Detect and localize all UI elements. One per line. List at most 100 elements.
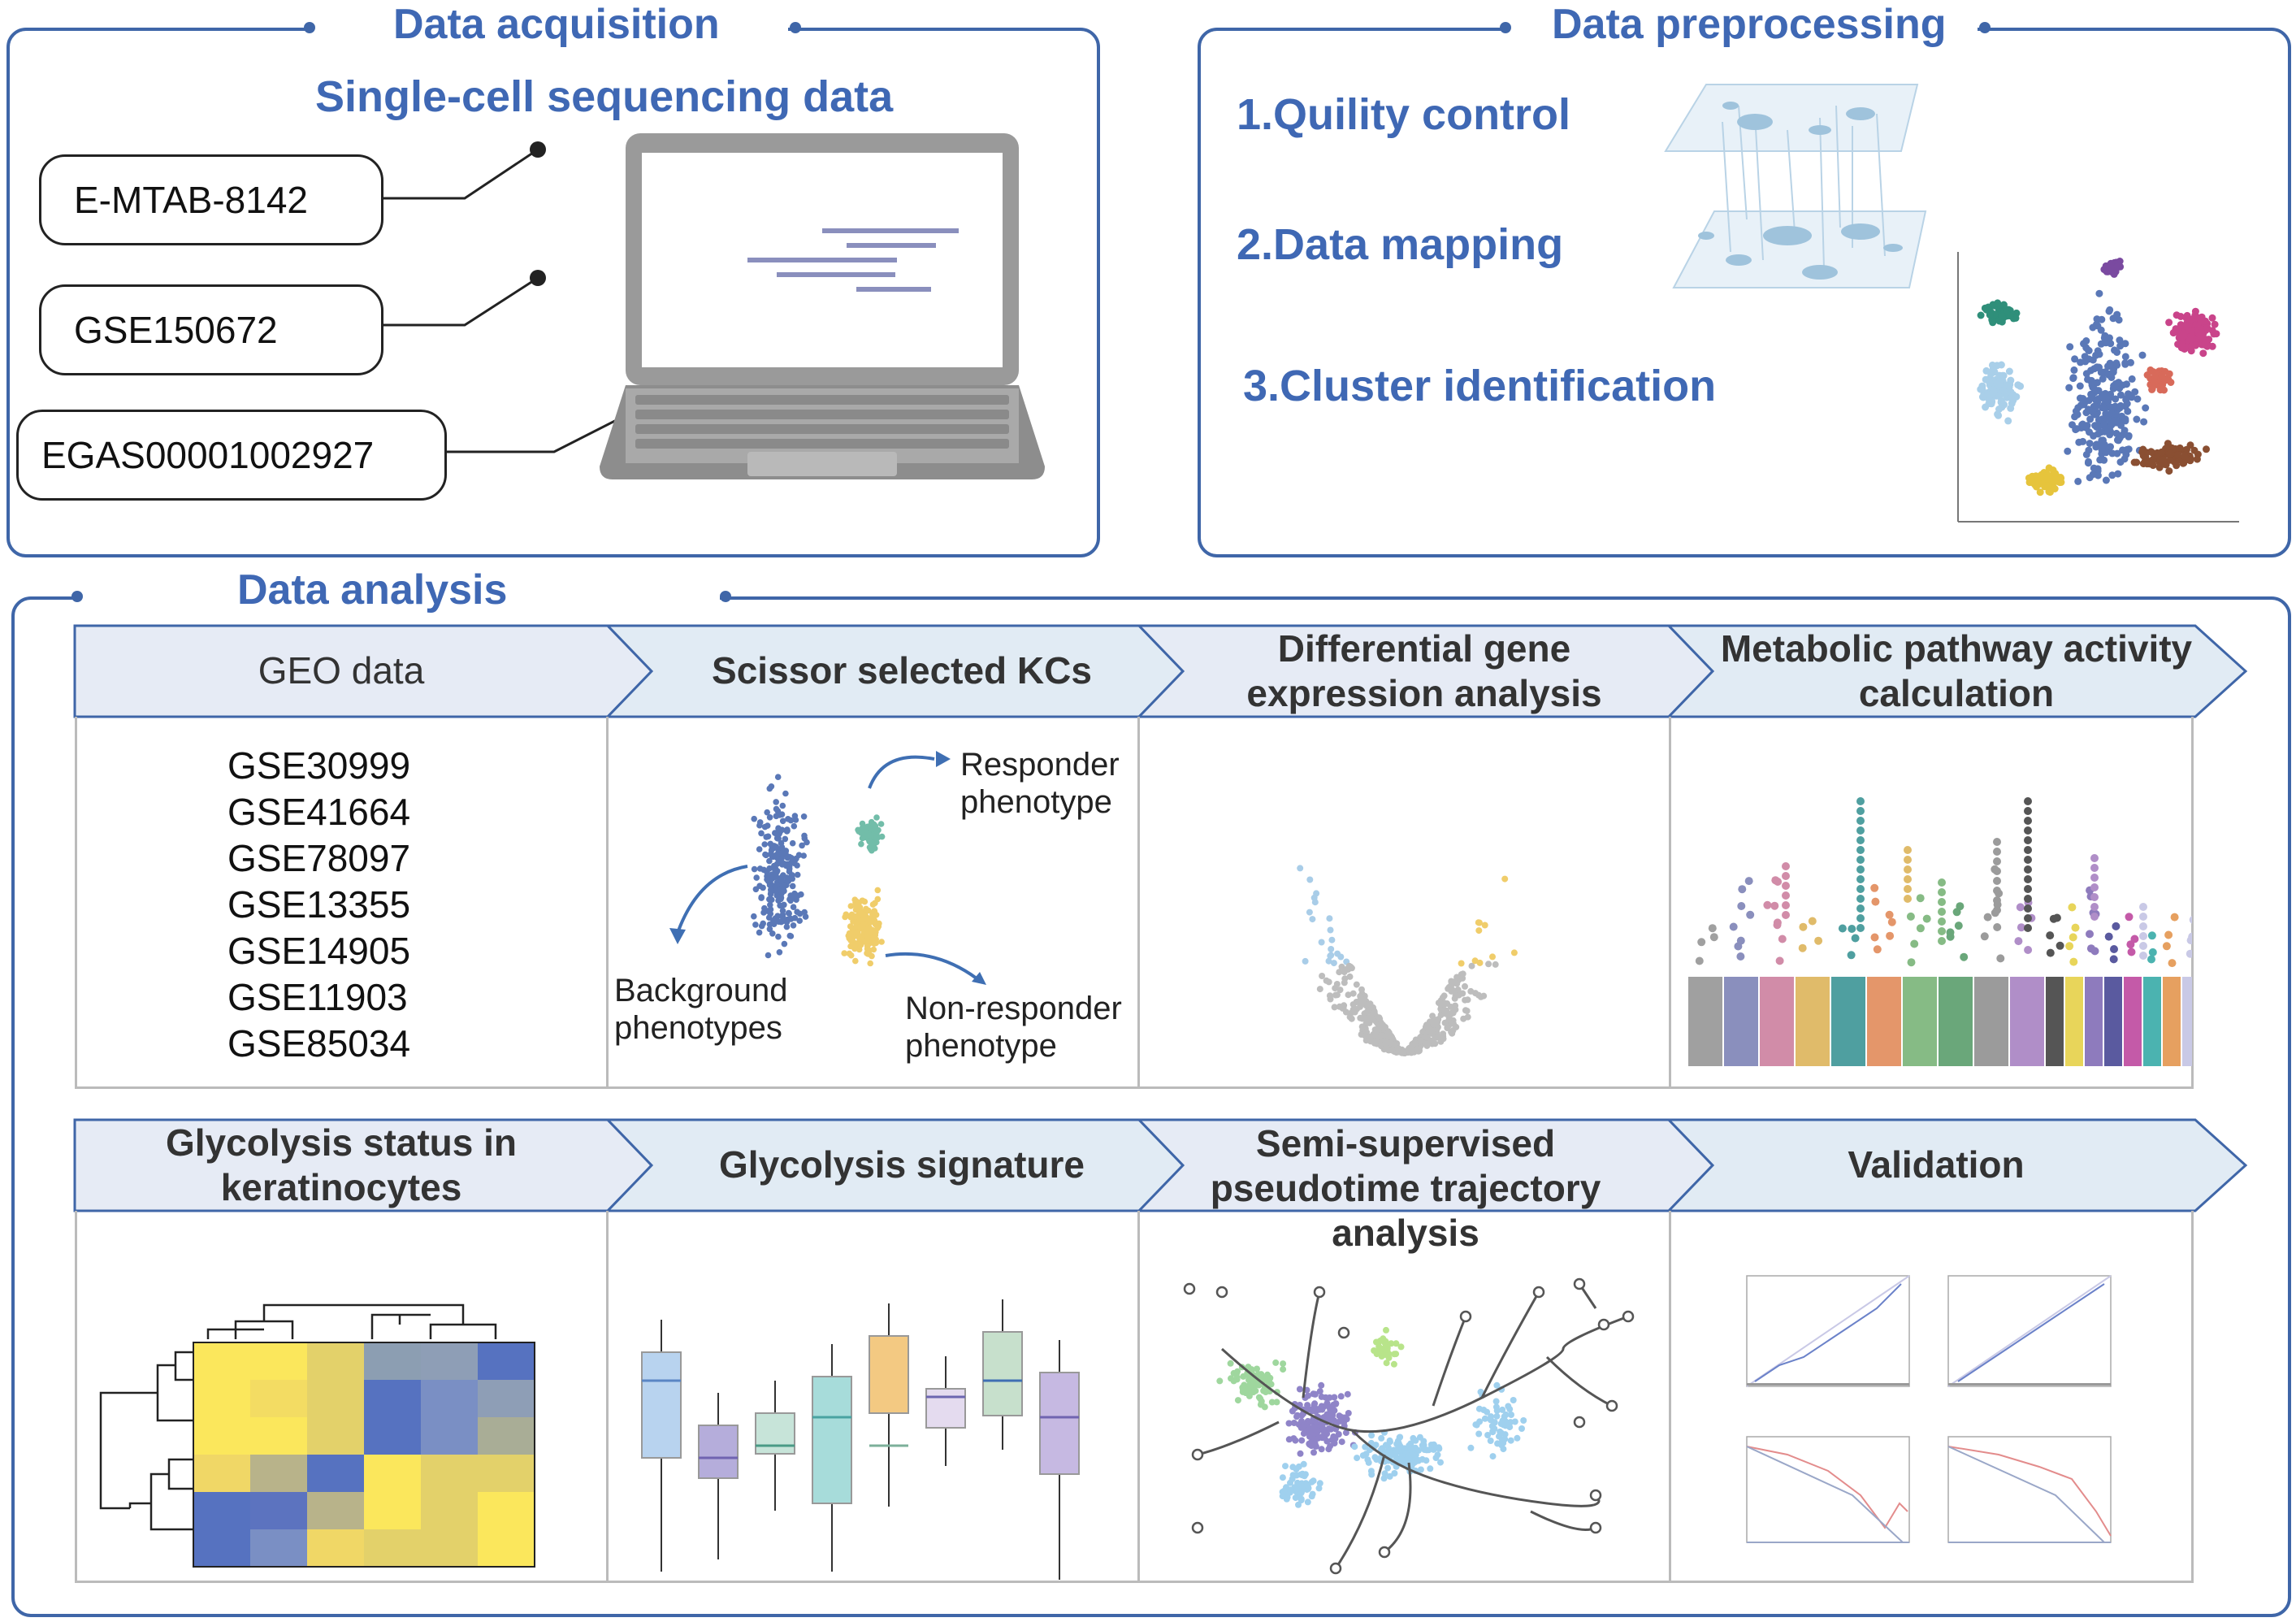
volcano-point [1377,1032,1384,1039]
pathway-point [1856,895,1865,903]
pathway-point [1737,902,1746,910]
scatter-point [1319,1422,1326,1429]
box [869,1335,909,1414]
volcano-point [1327,926,1334,934]
scatter-point [870,821,877,828]
step-label-validation: Validation [1848,1143,2025,1186]
box [641,1351,682,1459]
scatter-point [1412,1437,1419,1444]
volcano-point [1316,986,1323,993]
pathway-bar [2065,977,2083,1066]
scatter-point [2074,477,2082,485]
scatter-point [2095,350,2103,358]
scatter-point [1332,1435,1339,1442]
scatter-point [2107,443,2114,451]
scatter-point [1342,1429,1349,1437]
scatter-point [867,960,873,967]
scatter-point [2112,359,2121,367]
frame-dot [71,591,83,602]
scatter-point [2131,388,2139,396]
scatter-point [2006,312,2014,320]
scatter-point [2127,358,2134,366]
step-label-glycolysis-status: Glycolysis status in keratinocytes [165,1121,518,1208]
pathway-point [1778,935,1787,943]
scatter-point [2084,375,2091,384]
scatter-point [873,912,880,918]
scatter-point [1986,396,1994,404]
pathway-point [1993,877,2001,885]
geo-dataset: GSE11903 [227,976,408,1019]
pathway-point [1856,846,1865,854]
scatter-point [869,952,875,960]
scatter-point [1354,1455,1361,1462]
pathway-point [1873,945,1882,954]
scatter-point [878,939,885,945]
scatter-point [782,835,789,843]
pathway-point [1960,952,1969,961]
pathway-point [2090,864,2099,872]
volcano-point [1444,1025,1451,1031]
pathway-point [1938,937,1946,945]
scatter-point [2112,263,2121,271]
scatter-point [1989,301,1997,309]
scatter-point [2086,428,2093,436]
source-connectors [383,141,652,453]
scatter-point [2169,329,2177,337]
pathway-point [1993,896,2001,904]
scatter-point [1268,1399,1276,1406]
scatter-point [2114,470,2122,478]
heatmap-cell [421,1380,478,1417]
scatter-point [1325,1446,1332,1453]
volcano-point [1384,1039,1390,1046]
scatter-point [852,913,859,920]
volcano-point [1358,1000,1365,1008]
pathway-point [1886,931,1895,940]
volcano-point [1349,990,1357,997]
scatter-point [2100,421,2108,429]
pathway-bar [2010,977,2044,1066]
scatter-point [1319,1434,1326,1442]
scatter-point [2117,421,2125,429]
scatter-point [1493,1412,1501,1420]
pathway-point [1904,856,1912,864]
volcano-point [1481,922,1488,929]
pathway-point [2189,916,2192,924]
scatter-point [778,844,786,851]
pathway-point [2125,913,2134,922]
heatmap-cell [478,1492,535,1529]
pathway-point [1906,912,1915,921]
scatter-point [790,922,797,929]
laptop-icon [600,133,1045,479]
pathway-point [2046,948,2055,957]
scatter-point [2112,379,2120,388]
scatter-point [1302,1471,1309,1478]
scatter-point [2084,346,2092,354]
heatmap-cell [250,1417,307,1455]
data-layers-icon [1664,84,1927,288]
scatter-point [2121,353,2129,361]
pathway-bar [2085,977,2103,1066]
pathway-point [1993,867,2001,875]
scatter-point [1982,366,1991,375]
volcano-point [1368,1017,1375,1023]
source-label: E-MTAB-8142 [74,179,309,221]
pathway-point [2139,932,2147,940]
scatter-point [1999,301,2008,309]
pathway-point [1938,898,1946,906]
box [982,1331,1023,1416]
scatter-point [791,822,798,830]
scatter-point [779,917,786,925]
scatter-point [1258,1400,1265,1407]
volcano-point [1306,876,1314,883]
pathway-bar [2182,977,2192,1066]
pathway-point [1904,885,1912,893]
volcano-point [1372,1032,1380,1039]
scatter-point [758,895,765,901]
scatter-point [2110,270,2118,278]
scatter-point [764,809,770,816]
scatter-point [2004,417,2012,425]
scatter-point [851,945,858,952]
scatter-point [768,783,775,790]
pathway-point [2110,945,2118,953]
pathway-point [2071,923,2080,932]
